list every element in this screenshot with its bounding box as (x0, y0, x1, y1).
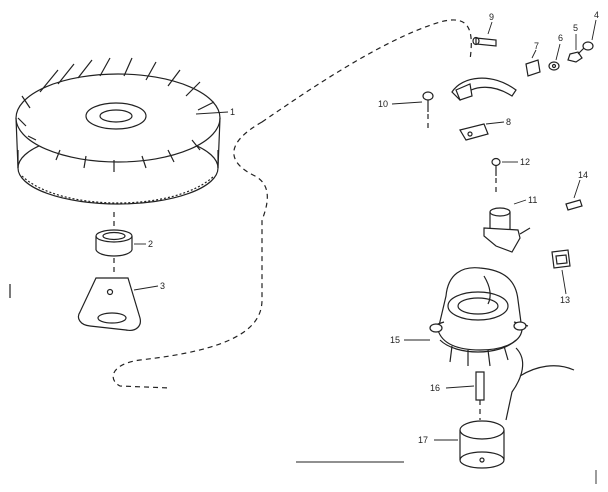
condenser (483, 207, 531, 253)
callout-12: 12 (520, 157, 530, 167)
callout-15: 15 (390, 335, 400, 345)
callout-3: 3 (160, 281, 165, 291)
callout-10: 10 (378, 99, 388, 109)
collar (95, 229, 133, 257)
washer (548, 61, 560, 71)
callout-11: 11 (528, 195, 537, 205)
wire-clip (565, 199, 583, 211)
callout-16: 16 (430, 383, 440, 393)
callout-14: 14 (578, 170, 588, 180)
callout-1: 1 (230, 107, 235, 117)
flywheel (15, 57, 221, 205)
lead-wires (505, 347, 575, 421)
ignition-coil (459, 420, 505, 469)
callout-2: 2 (148, 239, 153, 249)
callout-9: 9 (489, 12, 494, 22)
dust-cover (551, 249, 571, 269)
plate-bracket (77, 277, 141, 331)
mounting-screw (422, 91, 434, 128)
nut (567, 51, 583, 63)
screw (577, 41, 594, 55)
callout-6: 6 (558, 33, 563, 43)
stator-plate (429, 267, 529, 367)
callout-7: 7 (534, 41, 539, 51)
callout-5: 5 (573, 23, 578, 33)
callout-13: 13 (560, 295, 570, 305)
condenser-screw (491, 157, 501, 196)
pin (472, 36, 497, 47)
small-bracket (525, 59, 541, 77)
assembly-dashed-line (112, 19, 472, 389)
callout-17: 17 (418, 435, 428, 445)
callout-4: 4 (594, 10, 599, 20)
contact-point-assembly (451, 77, 517, 141)
callout-8: 8 (506, 117, 511, 127)
bushing (475, 371, 485, 420)
